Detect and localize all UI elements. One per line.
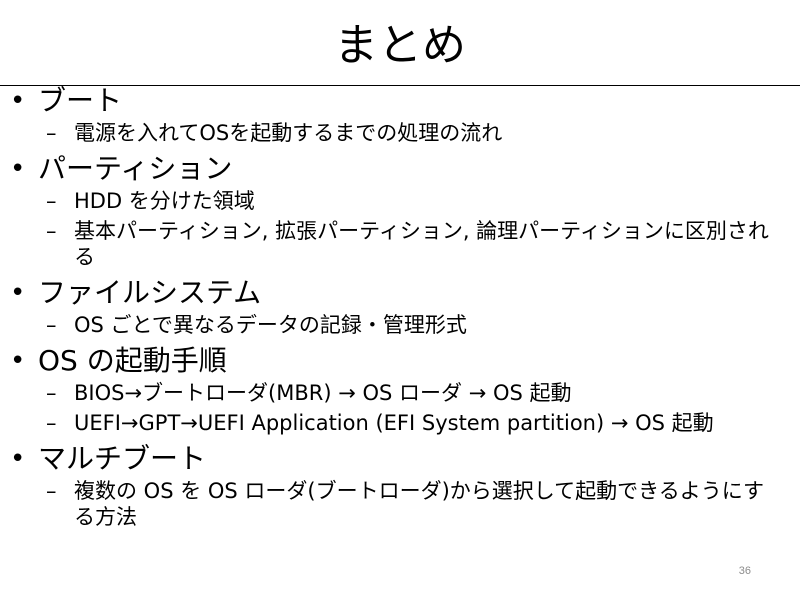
slide-title: まとめ <box>334 20 466 71</box>
sub-bullet: – HDD を分けた領域 <box>0 188 800 214</box>
sub-bullet-text: UEFI→GPT→UEFI Application (EFI System pa… <box>74 411 714 435</box>
bullet-filesystem: • ファイルシステム <box>0 276 800 312</box>
bullet-boot: • ブート <box>0 84 800 120</box>
bullet-multiboot: • マルチブート <box>0 442 800 478</box>
bullet-dot-icon: • <box>10 154 26 184</box>
bullet-heading: マルチブート <box>38 442 207 475</box>
sub-bullet: – UEFI→GPT→UEFI Application (EFI System … <box>0 410 800 436</box>
title-divider <box>0 85 800 86</box>
bullet-heading: OS の起動手順 <box>38 344 227 377</box>
sub-bullet-text: OS ごとで異なるデータの記録・管理形式 <box>74 313 467 337</box>
sub-bullet: – 複数の OS を OS ローダ(ブートローダ)から選択して起動できるようにす… <box>0 478 800 530</box>
bullet-dot-icon: • <box>10 346 26 376</box>
sub-bullet: – 電源を入れてOSを起動するまでの処理の流れ <box>0 120 800 146</box>
bullet-heading: パーティション <box>38 152 233 185</box>
bullet-dot-icon: • <box>10 86 26 116</box>
bullet-dot-icon: • <box>10 444 26 474</box>
bullet-heading: ファイルシステム <box>38 276 262 309</box>
sub-bullet: – 基本パーティション, 拡張パーティション, 論理パーティションに区別される <box>0 218 800 270</box>
dash-icon: – <box>46 479 57 503</box>
sub-bullet-text: 複数の OS を OS ローダ(ブートローダ)から選択して起動できるようにする方… <box>74 479 764 529</box>
slide-content: • ブート – 電源を入れてOSを起動するまでの処理の流れ • パーティション … <box>0 84 800 534</box>
sub-bullet: – OS ごとで異なるデータの記録・管理形式 <box>0 312 800 338</box>
bullet-boot-sequence: • OS の起動手順 <box>0 344 800 380</box>
sub-bullet-text: 電源を入れてOSを起動するまでの処理の流れ <box>74 121 503 145</box>
page-number: 36 <box>738 565 751 577</box>
dash-icon: – <box>46 381 57 405</box>
dash-icon: – <box>46 219 57 243</box>
bullet-partition: • パーティション <box>0 152 800 188</box>
bullet-heading: ブート <box>38 84 123 117</box>
dash-icon: – <box>46 313 57 337</box>
dash-icon: – <box>46 189 57 213</box>
dash-icon: – <box>46 121 57 145</box>
sub-bullet: – BIOS→ブートローダ(MBR) → OS ローダ → OS 起動 <box>0 380 800 406</box>
sub-bullet-text: BIOS→ブートローダ(MBR) → OS ローダ → OS 起動 <box>74 381 572 405</box>
bullet-dot-icon: • <box>10 278 26 308</box>
dash-icon: – <box>46 411 57 435</box>
sub-bullet-text: HDD を分けた領域 <box>74 189 255 213</box>
sub-bullet-text: 基本パーティション, 拡張パーティション, 論理パーティションに区別される <box>74 219 769 269</box>
